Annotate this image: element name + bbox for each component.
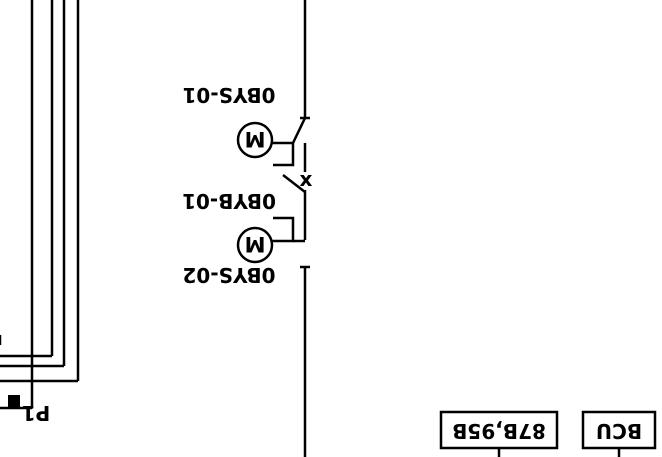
motor-symbol: M: [245, 127, 266, 151]
label-P1: P1: [22, 401, 51, 425]
left-wiring: [0, 0, 80, 410]
relay-box-BCU: BCU: [581, 410, 657, 457]
terminal-point: [8, 395, 20, 407]
breaker-0BYB-01: x: [282, 167, 313, 193]
label-0BYB-01: 0BYB-01: [182, 189, 276, 213]
relay-box-87B-95B: 87B,95B: [439, 410, 559, 457]
label-0BYS-02: 0BYS-02: [182, 263, 275, 287]
motor-symbol: M: [245, 232, 266, 256]
motor-icon: [236, 226, 274, 264]
open-contact-mark: x: [300, 167, 313, 191]
switch-0BYS-02: M: [236, 216, 305, 264]
equipment-labels: 0BYS-01 0BYB-01 0BYS-02 P1: [22, 83, 276, 425]
switch-0BYS-01: M: [236, 117, 307, 167]
main-feeder-line: [300, 0, 310, 457]
motor-icon: [236, 121, 274, 159]
relay-label-BCU: BCU: [596, 419, 642, 443]
relay-label-87B-95B: 87B,95B: [452, 419, 546, 443]
label-0BYS-01: 0BYS-01: [182, 83, 275, 107]
